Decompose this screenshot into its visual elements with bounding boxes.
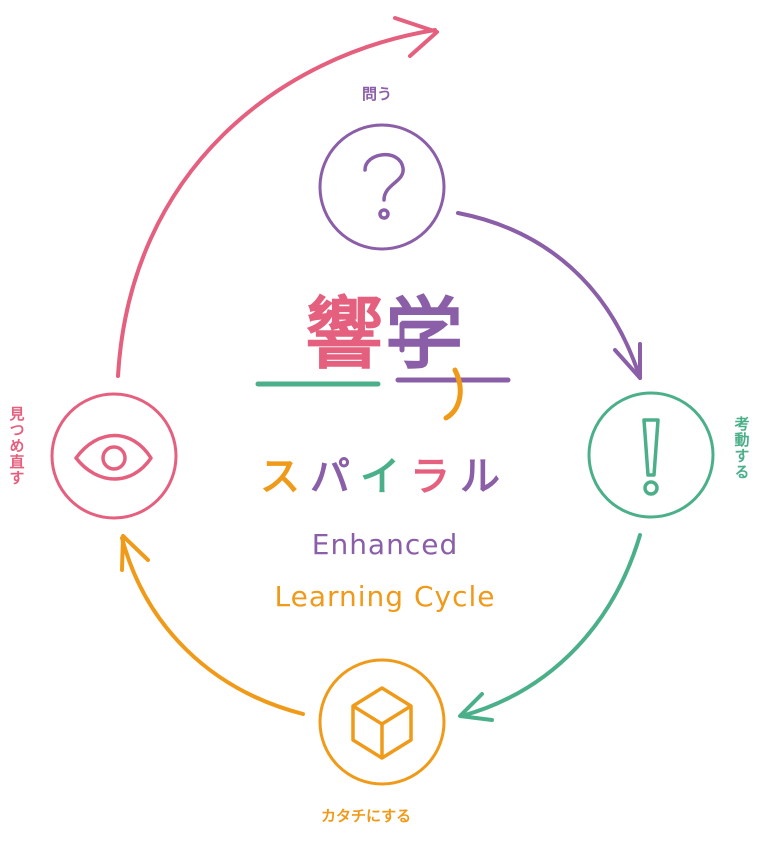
arc-left-to-top bbox=[116, 28, 437, 378]
title-decoration bbox=[255, 321, 511, 421]
title-kanji-char: 響 bbox=[304, 290, 385, 380]
question-mark-icon bbox=[363, 152, 405, 220]
english-line2-text: Learning Cycle bbox=[274, 580, 496, 613]
exclamation-mark-icon bbox=[642, 418, 660, 496]
label-bottom: カタチにする bbox=[321, 807, 412, 825]
arc-right-to-bottom bbox=[460, 533, 642, 718]
node-top bbox=[318, 123, 446, 251]
arrowhead-top bbox=[393, 16, 439, 58]
english-line1-text: Enhanced bbox=[311, 528, 459, 561]
eye-icon bbox=[74, 433, 153, 481]
label-right: 考動する bbox=[732, 416, 751, 480]
title-english-line1: Enhanced bbox=[230, 528, 540, 561]
node-left bbox=[50, 392, 178, 520]
label-left: 見つめ直す bbox=[7, 406, 26, 486]
label-top: 問う bbox=[362, 85, 393, 103]
title-kanji: 響学 bbox=[250, 296, 520, 374]
title-katakana-char: イ bbox=[360, 454, 410, 500]
title-katakana-char: ス bbox=[260, 454, 310, 500]
arc-bottom-to-left bbox=[120, 536, 305, 716]
title-katakana: スパイラル bbox=[215, 444, 555, 502]
arrowhead-right bbox=[613, 342, 642, 380]
title-katakana-char: ラ bbox=[410, 454, 460, 500]
title-katakana-char: ル bbox=[460, 454, 510, 500]
node-right bbox=[587, 391, 715, 519]
arrowhead-left bbox=[120, 534, 150, 572]
cube-icon bbox=[351, 686, 413, 760]
arc-top-to-right bbox=[456, 211, 642, 380]
node-bottom bbox=[318, 658, 446, 786]
arrowhead-bottom bbox=[458, 692, 494, 722]
title-kanji-char: 学 bbox=[385, 290, 466, 380]
title-katakana-char: パ bbox=[310, 454, 360, 500]
title-english-line2: Learning Cycle bbox=[230, 580, 540, 613]
